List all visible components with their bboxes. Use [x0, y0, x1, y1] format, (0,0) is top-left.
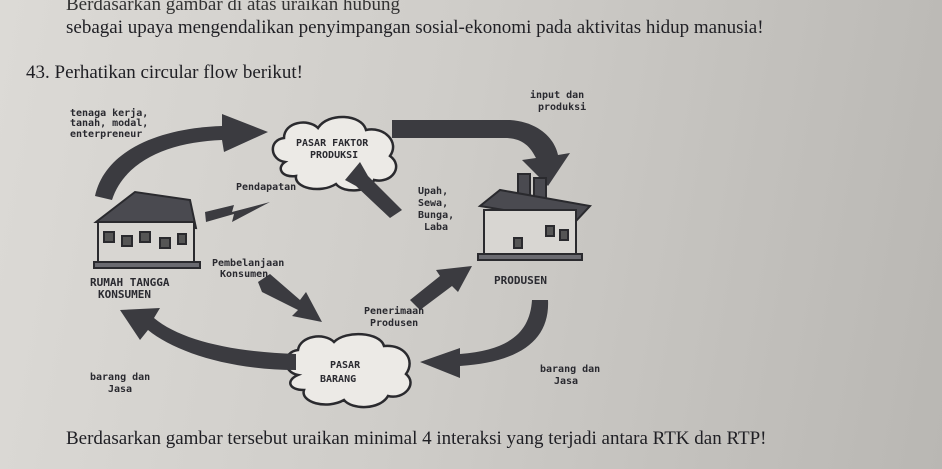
- label-tanah-modal: tanah, modal,: [70, 118, 148, 129]
- arrow-penerimaan: [410, 266, 472, 310]
- factory-icon: [477, 173, 592, 261]
- label-input-dan: input dan: [530, 89, 584, 101]
- label-pendapatan: Pendapatan: [236, 182, 296, 193]
- label-produksi-pasar: PRODUKSI: [310, 150, 358, 161]
- label-bunga: Bunga,: [418, 210, 454, 221]
- arrow-faktor-to-pasar: [95, 114, 268, 200]
- label-konsumen-rt: KONSUMEN: [98, 288, 151, 301]
- arrow-pendapatan: [205, 202, 270, 222]
- label-barang-dan-right: barang dan: [540, 364, 600, 375]
- label-penerimaan: Penerimaan: [364, 305, 424, 317]
- label-produsen-penerimaan: Produsen: [370, 318, 418, 329]
- label-produksi: produksi: [538, 101, 586, 113]
- label-enterpreneur: enterpreneur: [70, 129, 142, 140]
- arrow-pembelanjaan: [258, 274, 322, 322]
- cloud-pasar-barang: [284, 332, 412, 409]
- label-rumah-tangga: RUMAH TANGGA: [90, 276, 170, 289]
- arrow-produsen-to-pasar: [420, 300, 549, 378]
- arrow-barang-to-rumah: [120, 308, 296, 370]
- arrow-input-to-produsen: [392, 120, 570, 186]
- house-icon: [93, 190, 201, 269]
- arrow-upah: [345, 162, 402, 218]
- previous-question-line-1: Berdasarkan gambar di atas uraikan hubun…: [66, 0, 400, 15]
- label-upah: Upah,: [418, 186, 448, 197]
- question-text: Perhatikan circular flow berikut!: [54, 62, 303, 83]
- label-konsumen: Konsumen: [220, 269, 268, 280]
- label-jasa-right: Jasa: [554, 376, 578, 387]
- question-43-title: 43. Perhatikan circular flow berikut!: [26, 62, 303, 84]
- question-number: 43.: [26, 62, 50, 83]
- question-instruction: Berdasarkan gambar tersebut uraikan mini…: [66, 428, 767, 449]
- label-barang: BARANG: [320, 374, 356, 385]
- label-pembelanjaan: Pembelanjaan: [212, 257, 284, 269]
- label-pasar: PASAR: [330, 360, 361, 371]
- label-laba: Laba: [424, 222, 448, 233]
- label-jasa-left: Jasa: [108, 384, 132, 395]
- label-produsen: PRODUSEN: [494, 274, 547, 287]
- label-sewa: Sewa,: [418, 198, 448, 209]
- previous-question-line-2: sebagai upaya mengendalikan penyimpangan…: [66, 17, 764, 38]
- label-barang-dan-left: barang dan: [90, 372, 150, 383]
- label-pasar-faktor: PASAR FAKTOR: [296, 138, 369, 149]
- label-tenaga-kerja: tenaga kerja,: [70, 107, 148, 119]
